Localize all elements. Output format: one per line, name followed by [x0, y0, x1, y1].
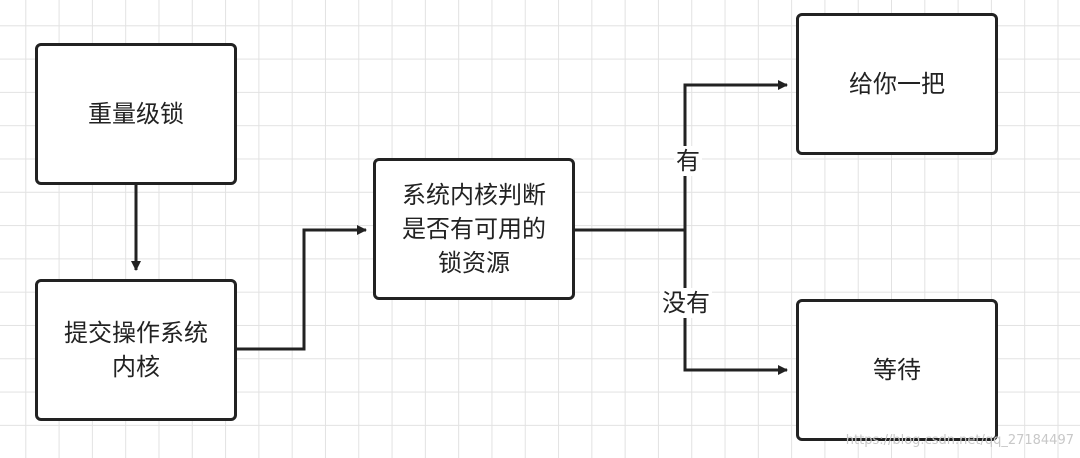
- give-lock-node[interactable]: 给你一把: [796, 13, 998, 155]
- wait-node[interactable]: 等待: [796, 299, 998, 441]
- watermark-text: https://blog.csdn.net/qq_27184497: [845, 433, 1074, 448]
- submit-kernel-node[interactable]: 提交操作系统 内核: [35, 279, 237, 421]
- edge-label-yes: 有: [674, 146, 702, 176]
- kernel-check-node[interactable]: 系统内核判断 是否有可用的 锁资源: [373, 158, 575, 300]
- edge-yes-to-give: [683, 80, 788, 230]
- heavy-lock-node[interactable]: 重量级锁: [35, 43, 237, 185]
- edge-label-no: 没有: [660, 288, 712, 318]
- edge-submit-to-check: [237, 225, 367, 351]
- edge-no-to-wait: [683, 230, 788, 375]
